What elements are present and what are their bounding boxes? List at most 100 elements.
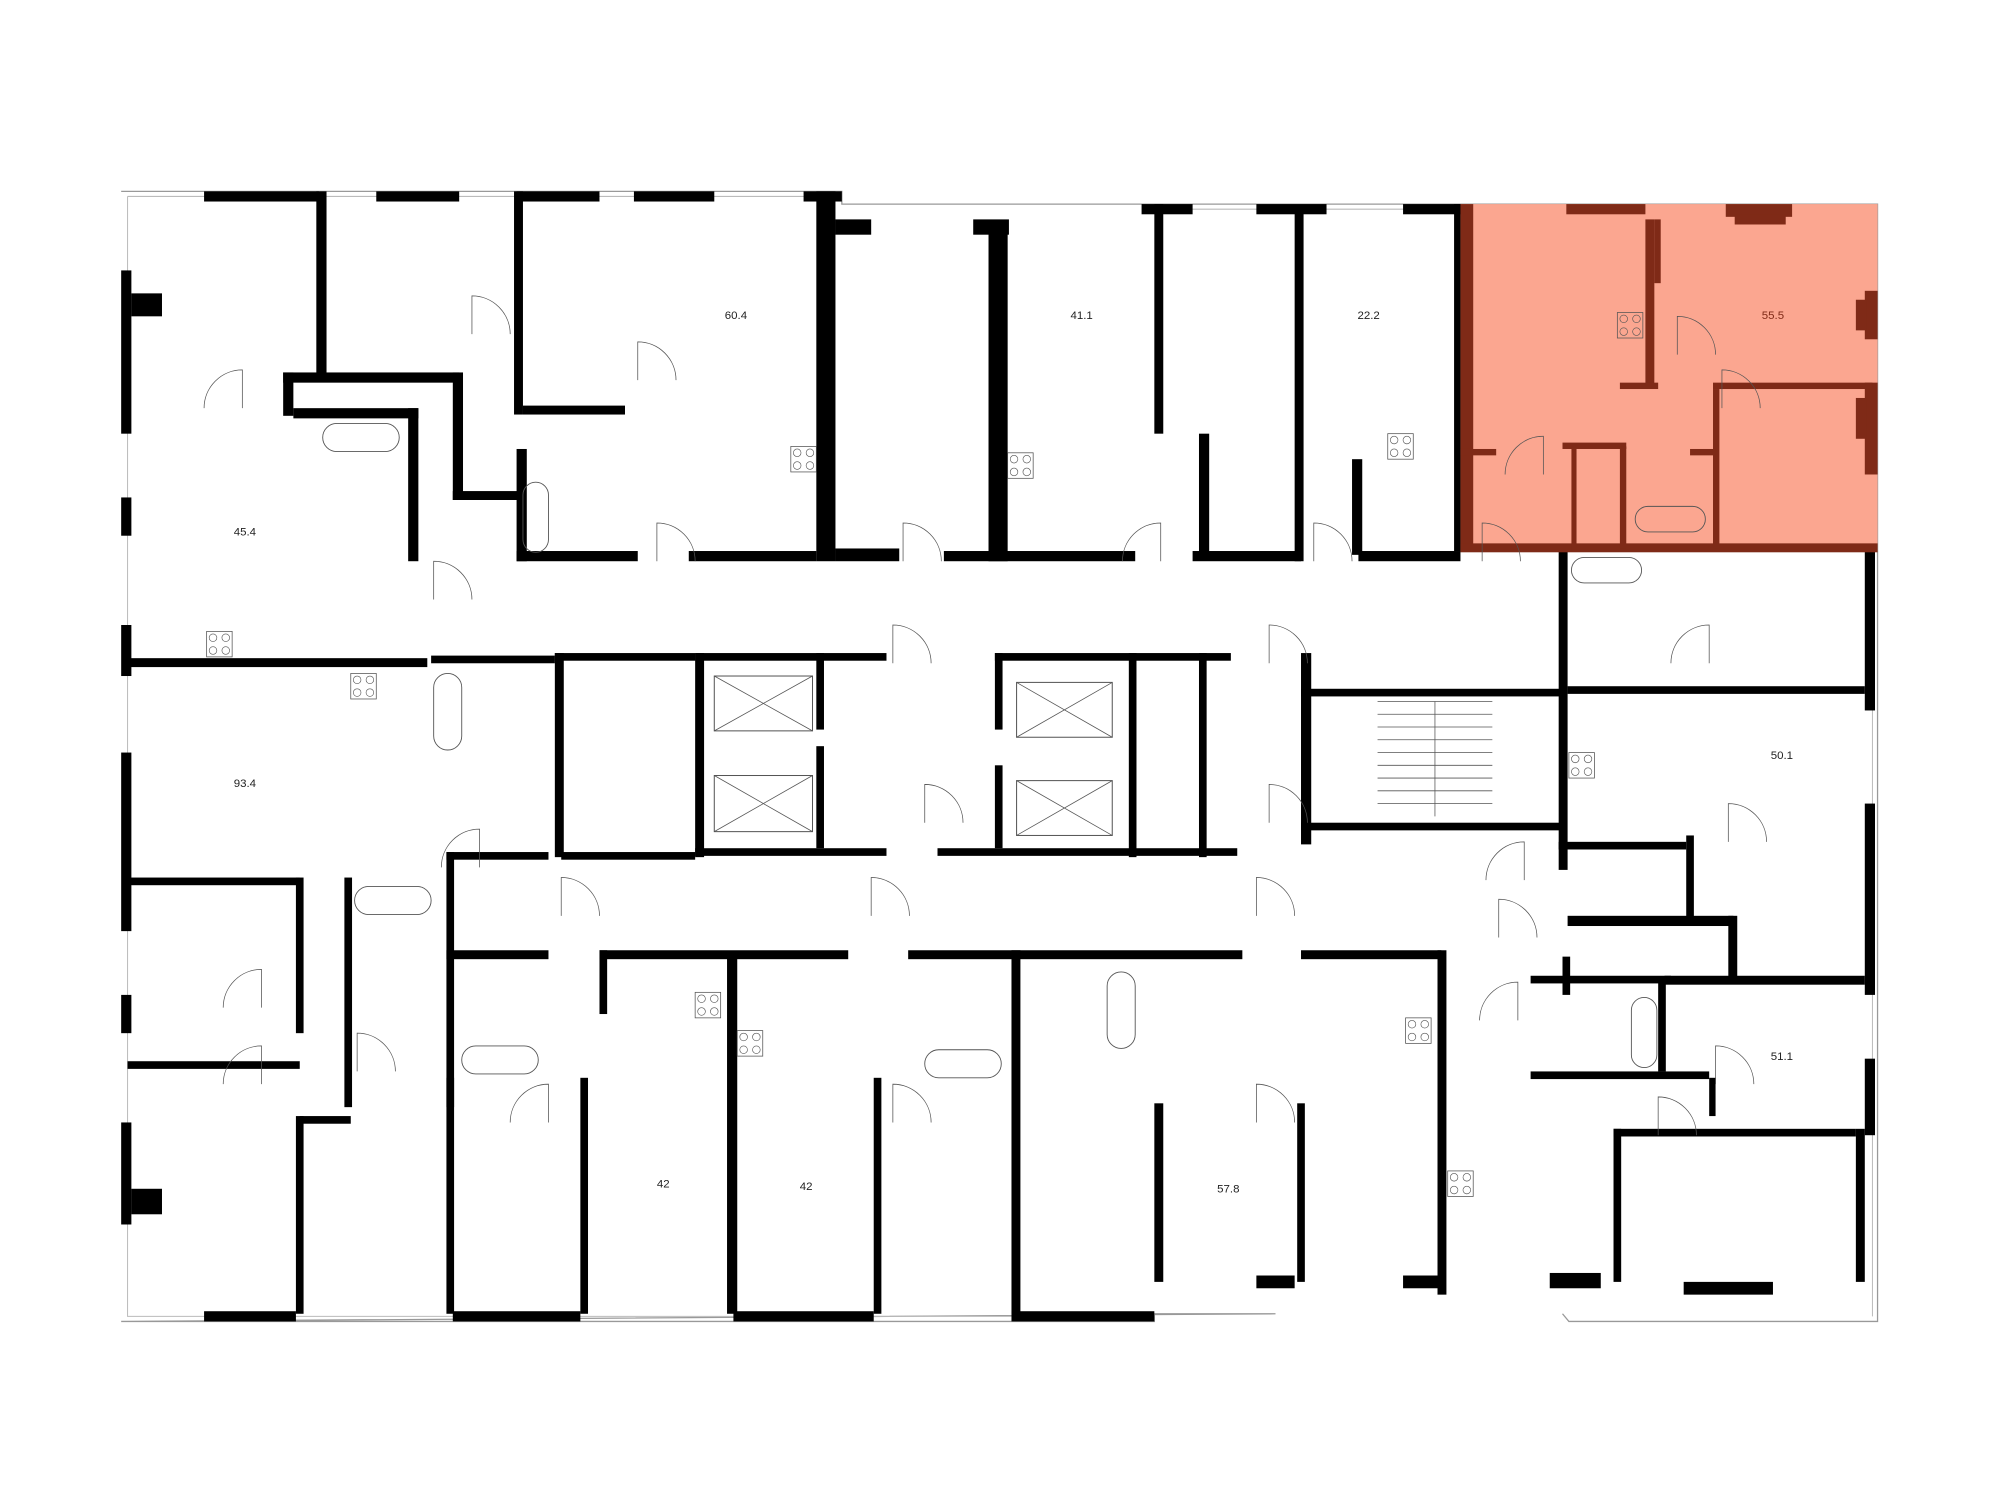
apartment-area-label[interactable]: 60.4 bbox=[725, 310, 748, 322]
wall bbox=[316, 191, 327, 377]
wall bbox=[1549, 1272, 1601, 1289]
wall bbox=[835, 548, 900, 562]
wall bbox=[695, 653, 705, 858]
elevator-cross bbox=[1016, 682, 1113, 738]
wall bbox=[1613, 1128, 1856, 1137]
highlighted-apartment-55-5[interactable] bbox=[1460, 204, 1878, 552]
wall bbox=[1530, 975, 1671, 984]
stove-outline bbox=[694, 991, 722, 1019]
wall-highlighted bbox=[1619, 382, 1659, 390]
wall-highlighted bbox=[1690, 448, 1716, 456]
wall bbox=[816, 746, 824, 849]
apartment-area-label[interactable]: 45.4 bbox=[234, 527, 257, 539]
staircase bbox=[1377, 701, 1493, 817]
wall bbox=[695, 653, 887, 661]
apartment-area-label[interactable]: 93.4 bbox=[234, 778, 257, 790]
burner bbox=[1420, 1032, 1429, 1042]
burner bbox=[221, 646, 230, 655]
bathtub bbox=[924, 1049, 1002, 1079]
wall bbox=[295, 1116, 304, 1314]
wall bbox=[554, 653, 696, 661]
door-swing bbox=[656, 522, 696, 562]
stove-outline bbox=[1405, 1017, 1432, 1044]
elevator-shaft bbox=[1016, 681, 1113, 738]
wall bbox=[204, 1311, 296, 1322]
wall bbox=[127, 1061, 300, 1069]
apartment-area-label[interactable]: 50.1 bbox=[1771, 750, 1793, 762]
wall bbox=[344, 877, 353, 1108]
wall bbox=[633, 191, 715, 202]
elevator-cross bbox=[714, 775, 813, 832]
bathtub bbox=[433, 673, 463, 751]
door-swing bbox=[433, 560, 473, 600]
burner bbox=[1583, 754, 1593, 764]
door-swing bbox=[560, 877, 600, 916]
stove-outline bbox=[1568, 752, 1595, 779]
elevator-cross bbox=[714, 675, 813, 732]
wall bbox=[446, 852, 549, 860]
wall bbox=[1567, 915, 1734, 927]
wall bbox=[1864, 1058, 1875, 1136]
burner bbox=[1009, 455, 1019, 464]
door-swing bbox=[1268, 624, 1308, 664]
wall bbox=[1567, 686, 1865, 694]
bathtub bbox=[354, 886, 432, 915]
wall bbox=[514, 191, 523, 415]
wall bbox=[127, 877, 300, 886]
wall-highlighted bbox=[1725, 204, 1793, 217]
burner bbox=[1619, 327, 1628, 336]
burner bbox=[793, 448, 802, 457]
wall bbox=[835, 219, 872, 235]
bathtub bbox=[1570, 556, 1643, 584]
stove-icon bbox=[206, 630, 233, 658]
apartment-area-label[interactable]: 22.2 bbox=[1357, 310, 1379, 322]
wall bbox=[1198, 433, 1210, 555]
apartment-area-label[interactable]: 42 bbox=[657, 1179, 670, 1191]
door-swing bbox=[1727, 803, 1767, 842]
burner bbox=[697, 994, 706, 1003]
wall bbox=[1558, 551, 1568, 870]
area-labels: 60.4 41.1 22.2 55.5 45.4 93.4 50.1 51.1 … bbox=[234, 310, 1793, 1196]
wall bbox=[121, 497, 132, 536]
apartment-area-label-highlighted[interactable]: 55.5 bbox=[1762, 310, 1784, 322]
wall bbox=[121, 1122, 132, 1225]
burner bbox=[1402, 448, 1412, 457]
burner bbox=[1402, 435, 1412, 445]
wall-highlighted bbox=[1855, 397, 1867, 439]
apartment-area-label[interactable]: 51.1 bbox=[1771, 1051, 1793, 1063]
apartment-area-label[interactable]: 42 bbox=[800, 1181, 813, 1193]
wall bbox=[994, 653, 1231, 661]
wall bbox=[1297, 1103, 1305, 1282]
wall bbox=[1864, 551, 1875, 711]
wall bbox=[908, 950, 1243, 960]
wall bbox=[299, 1116, 351, 1124]
door-swing bbox=[203, 369, 243, 409]
burner bbox=[208, 633, 218, 642]
wall bbox=[283, 372, 294, 416]
burner bbox=[1462, 1185, 1471, 1195]
door-swing bbox=[924, 784, 964, 823]
apartment-area-label[interactable]: 57.8 bbox=[1217, 1184, 1239, 1196]
wall-highlighted bbox=[1562, 442, 1627, 449]
stove-icon bbox=[350, 673, 377, 700]
wall bbox=[121, 270, 132, 434]
wall bbox=[1562, 956, 1571, 995]
wall bbox=[1558, 841, 1687, 850]
burner bbox=[752, 1032, 761, 1042]
stove-icon bbox=[736, 1030, 764, 1057]
stove-outline bbox=[736, 1030, 764, 1057]
burner bbox=[739, 1045, 748, 1054]
door-swing bbox=[1122, 522, 1162, 562]
wall bbox=[408, 408, 419, 562]
wall bbox=[446, 852, 455, 1108]
wall bbox=[446, 950, 549, 960]
door-swing bbox=[1268, 784, 1308, 823]
wall bbox=[1301, 653, 1312, 845]
fixtures bbox=[203, 295, 1767, 1197]
door-swing bbox=[356, 1032, 396, 1072]
wall bbox=[1011, 950, 1021, 1314]
burner bbox=[710, 1007, 719, 1016]
wall bbox=[1352, 459, 1363, 555]
apartment-area-label[interactable]: 41.1 bbox=[1070, 310, 1092, 322]
burner bbox=[352, 688, 362, 697]
